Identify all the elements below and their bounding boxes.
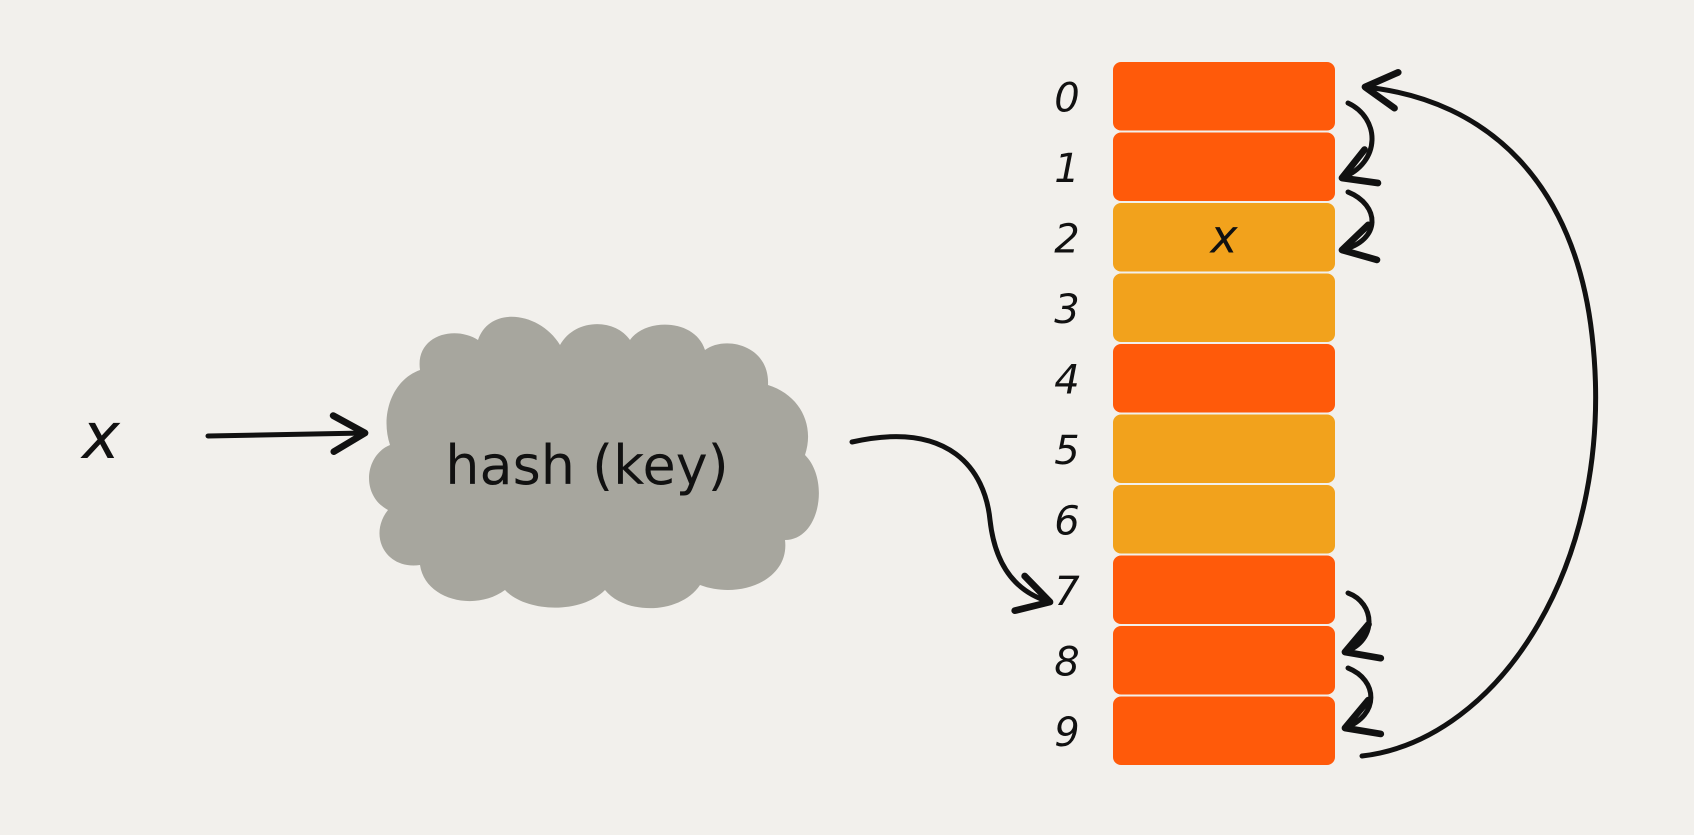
cloud-shape (369, 316, 819, 609)
hash-to-slot-arrow (849, 434, 1054, 615)
slot-index-label: 3 (1054, 287, 1079, 333)
slot-index-label: 2 (1054, 216, 1079, 262)
slot-index-label: 1 (1054, 146, 1079, 192)
probe-arrow-7-to-8 (1341, 590, 1385, 662)
hash-function-label: hash (key) (445, 434, 729, 497)
slot-5-empty (1113, 414, 1335, 483)
probe-arrow-0-to-1 (1338, 100, 1382, 187)
input-key-label: x (80, 400, 121, 474)
slot-2-empty (1113, 203, 1335, 272)
input-arrow (205, 412, 369, 455)
slot-index-label: 0 (1054, 75, 1079, 121)
probe-arrows (1338, 69, 1599, 759)
slot-3-empty (1113, 273, 1335, 342)
slot-8-occupied (1113, 626, 1335, 695)
slot-index-label: 9 (1054, 710, 1079, 756)
slot-index-label: 6 (1054, 498, 1079, 544)
slot-index-label: 7 (1054, 569, 1080, 615)
slot-6-empty (1113, 485, 1335, 554)
probe-arrow-9-wraparound-to-0 (1359, 69, 1599, 759)
slot-0-occupied (1113, 62, 1335, 131)
slot-value-label: x (1208, 209, 1238, 263)
slot-index-label: 8 (1054, 639, 1079, 685)
probe-arrow-8-to-9 (1341, 665, 1385, 738)
slot-4-occupied (1113, 344, 1335, 413)
slot-index-label: 4 (1054, 357, 1079, 403)
hash-function-cloud: hash (key) (369, 316, 819, 609)
slot-7-occupied (1113, 555, 1335, 624)
slot-1-occupied (1113, 132, 1335, 201)
probe-arrow-1-to-2 (1338, 189, 1381, 264)
hash-table: 0 1 2 x 3 4 5 6 7 8 9 (1054, 62, 1335, 765)
slot-index-label: 5 (1054, 428, 1079, 474)
slot-9-occupied (1113, 696, 1335, 765)
